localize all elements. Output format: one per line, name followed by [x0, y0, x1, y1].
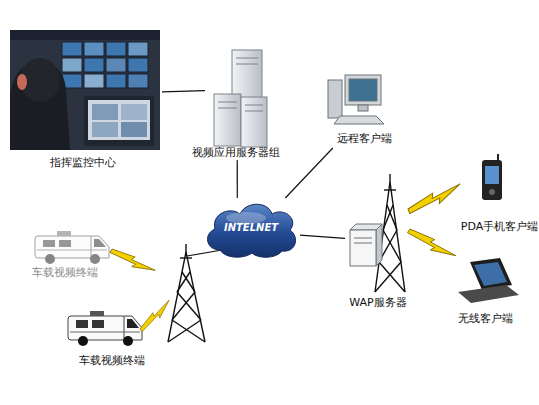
radio-tower	[375, 174, 405, 292]
device-node: 指挥监控中心	[8, 28, 162, 170]
network-link	[162, 91, 205, 92]
network-link	[237, 160, 238, 198]
police-van	[35, 231, 109, 264]
cloud-label: INTELNET	[202, 221, 300, 234]
uplink-line	[187, 250, 222, 256]
device-node: 视频应用服务器组	[205, 48, 267, 160]
device-caption: 无线客户端	[452, 312, 518, 325]
pda-icon	[482, 154, 502, 200]
network-link	[300, 235, 345, 238]
device-node: WAP服务器	[345, 220, 407, 312]
device-node: PDA手机客户端	[462, 158, 539, 236]
device-node: 无线客户端	[452, 258, 518, 328]
device-node: 车载视频终端	[66, 302, 146, 370]
radio-tower	[168, 244, 205, 342]
device-node: 车载视频终端	[25, 222, 115, 282]
wireless-bolt	[109, 183, 463, 332]
device-caption: 指挥监控中心	[28, 156, 138, 169]
network-cloud: INTELNET	[202, 198, 300, 260]
wap-server-icon	[350, 224, 382, 266]
device-caption: 车载视频终端	[25, 266, 105, 279]
laptop-icon	[458, 258, 519, 303]
police-van	[68, 311, 142, 346]
server-group-icon	[214, 50, 267, 147]
network-link	[285, 148, 333, 198]
device-caption: 车载视频终端	[72, 354, 152, 367]
device-caption: PDA手机客户端	[460, 220, 539, 233]
device-caption: 远程客户端	[328, 132, 400, 145]
device-caption: 视频应用服务器组	[189, 146, 283, 159]
desktop-pc-icon	[328, 75, 384, 124]
device-caption: WAP服务器	[345, 296, 411, 309]
monitor-photo	[10, 30, 160, 150]
device-node: 远程客户端	[322, 72, 394, 148]
